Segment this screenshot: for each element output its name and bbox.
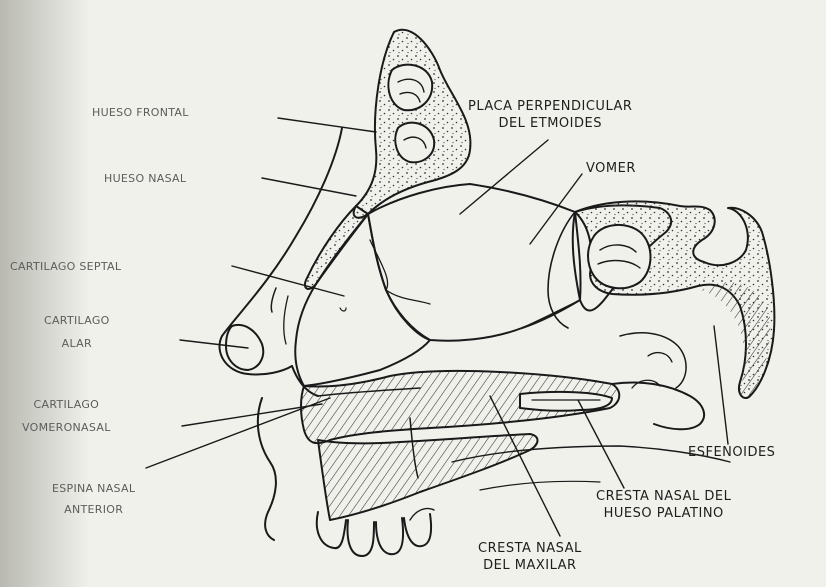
label-cartilago-alar-line2: ALAR xyxy=(44,335,110,352)
label-placa-line1: PLACA PERPENDICULAR xyxy=(468,98,632,115)
maxilla-body xyxy=(318,434,538,520)
label-cartilago-vomeronasal-line2: VOMERONASAL xyxy=(22,419,111,436)
label-placa-line2: DEL ETMOIDES xyxy=(468,115,632,132)
sphenoid-sinus xyxy=(588,225,651,288)
label-cartilago-alar: CARTILAGO ALAR xyxy=(44,312,110,352)
label-cartilago-septal: CARTILAGO SEPTAL xyxy=(10,258,121,275)
frontal-sinus-lower xyxy=(395,123,434,163)
label-cresta-palatino-line1: CRESTA NASAL DEL xyxy=(596,488,731,505)
label-cresta-maxilar-line1: CRESTA NASAL xyxy=(478,540,582,557)
label-vomer: VOMER xyxy=(586,160,636,177)
label-cartilago-alar-line1: CARTILAGO xyxy=(44,312,110,329)
label-cresta-nasal-palatino: CRESTA NASAL DEL HUESO PALATINO xyxy=(596,488,731,522)
label-esfenoides: ESFENOIDES xyxy=(688,444,775,461)
ethmoid-perpendicular-plate xyxy=(368,184,581,341)
label-cartilago-vomeronasal: CARTILAGO VOMERONASAL xyxy=(22,396,111,436)
label-cresta-maxilar-line2: DEL MAXILAR xyxy=(478,557,582,574)
label-espina-nasal-anterior: ESPINA NASAL ANTERIOR xyxy=(52,480,135,518)
nasal-bone xyxy=(305,206,368,289)
frontal-sinus-upper xyxy=(388,65,432,111)
label-cartilago-vomeronasal-line1: CARTILAGO xyxy=(22,396,111,413)
label-espina-nasal-line2: ANTERIOR xyxy=(52,501,135,518)
label-hueso-nasal: HUESO NASAL xyxy=(104,170,186,187)
palatine-crest xyxy=(520,392,612,411)
label-espina-nasal-line1: ESPINA NASAL xyxy=(52,480,135,497)
label-hueso-frontal: HUESO FRONTAL xyxy=(92,104,189,121)
label-cresta-nasal-maxilar: CRESTA NASAL DEL MAXILAR xyxy=(478,540,582,574)
label-placa-perpendicular: PLACA PERPENDICULAR DEL ETMOIDES xyxy=(468,98,632,132)
label-cresta-palatino-line2: HUESO PALATINO xyxy=(596,505,731,522)
soft-palate xyxy=(612,383,704,430)
